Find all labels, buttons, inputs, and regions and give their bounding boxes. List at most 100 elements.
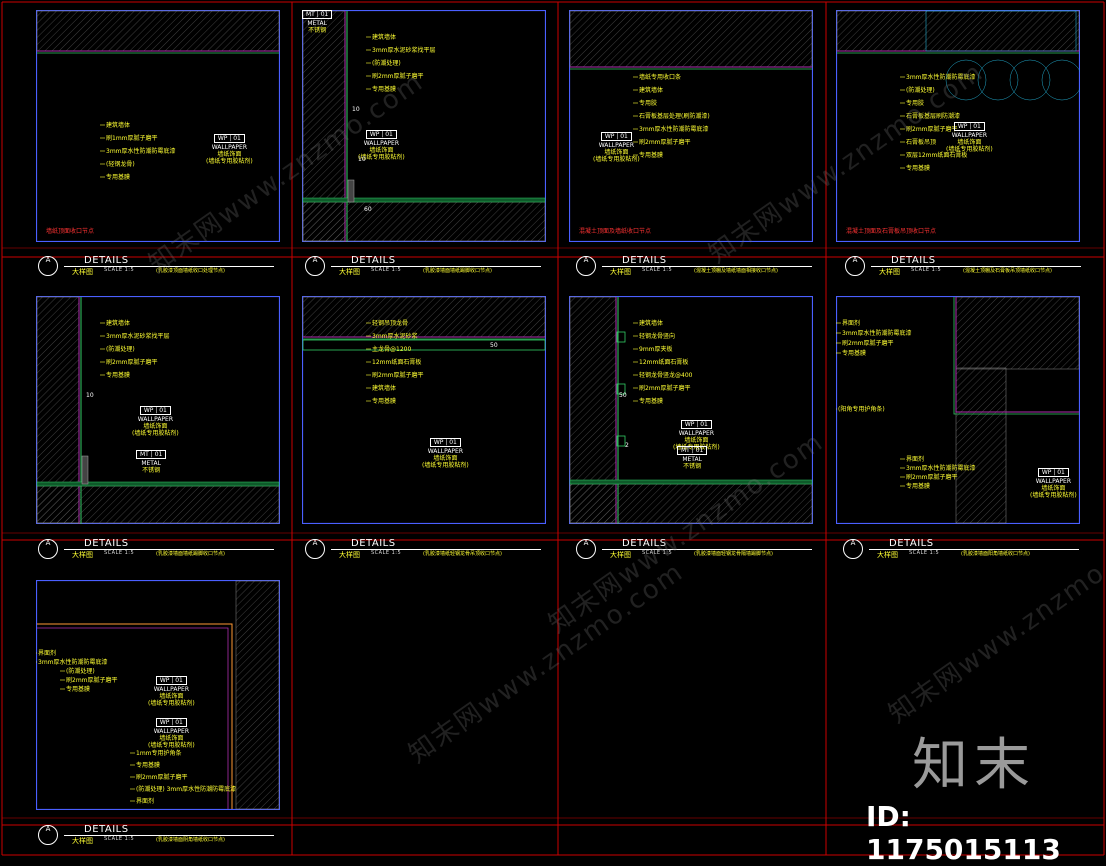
dimension-label: 2: [625, 442, 629, 449]
detail-drawing: [569, 296, 813, 524]
detail-scale: SCALE 1:5: [104, 550, 135, 556]
detail-title: DETAILS: [84, 538, 129, 549]
detail-drawing: [36, 10, 280, 242]
callout-label: 建筑墙体: [372, 34, 397, 41]
tag-cn: 墙纸饰面: [684, 437, 709, 444]
callout-label: 1mm专用护角条: [136, 750, 182, 757]
detail-border: [569, 296, 813, 524]
detail-letter: A: [852, 256, 858, 264]
tag-code: WP | 01: [155, 676, 187, 685]
callout-label: 刷2mm厚腻子磨平: [842, 340, 894, 347]
callout-label: 刷2mm厚腻子磨平: [372, 73, 424, 80]
callout-label: 建筑墙体: [106, 122, 131, 129]
dimension-label: 10: [86, 392, 94, 399]
tag-code: MT | 01: [136, 450, 167, 459]
callout-label: 刷1mm厚腻子磨平: [106, 135, 158, 142]
detail-name: 大样图: [610, 551, 631, 559]
callout-label: 专用基膜: [106, 174, 131, 181]
callout-label: 3mm厚水性防潮防霉底漆: [639, 126, 709, 133]
tag-code: WP | 01: [155, 718, 187, 727]
callout-label: 界面剂: [38, 650, 57, 657]
detail-letter: A: [583, 539, 589, 547]
detail-symbol: [38, 539, 58, 559]
tag-label: WALLPAPER: [678, 430, 714, 437]
detail-border: [569, 10, 813, 242]
callout-label: 墙纸专用收口条: [639, 74, 682, 81]
callout-label: 界面剂: [906, 456, 925, 463]
callout-label: 建筑墙体: [106, 320, 131, 327]
tag-code: WP | 01: [680, 420, 712, 429]
tag-cn2: (墙纸专用胶粘剂): [148, 700, 195, 707]
brand-id: ID: 1175015113: [866, 800, 1061, 866]
detail-description: (乳胶漆顶面墙纸收口处理节点): [156, 268, 225, 274]
tag-label: WALLPAPER: [951, 132, 987, 139]
tag-label: METAL: [682, 456, 702, 463]
tag-cn2: (墙纸专用胶粘剂): [1030, 492, 1077, 499]
detail-symbol: [576, 539, 596, 559]
title-underline: [64, 266, 274, 267]
detail-border: [836, 10, 1080, 242]
detail-4: 3mm厚水性防潮防霉底漆(防潮处理)专用胶石膏板基层刷防潮漆刷2mm厚腻子磨平石…: [836, 10, 1080, 242]
tag-cn: 不锈钢: [308, 27, 327, 34]
detail-description: (混凝土顶棚及石膏板吊顶墙纸收口节点): [963, 268, 1052, 274]
tag-label: WALLPAPER: [211, 144, 247, 151]
detail-letter: A: [45, 539, 51, 547]
callout-label: 专用基膜: [106, 372, 131, 379]
detail-symbol: [845, 256, 865, 276]
detail-border: [36, 296, 280, 524]
callout-label: (防潮处理) 3mm厚水性防潮防霉底漆: [136, 786, 237, 793]
callout-label: 主龙骨@1200: [372, 346, 412, 353]
callout-label: 石膏板基层处理(刷防潮漆): [639, 113, 710, 120]
detail-drawing: [836, 296, 1080, 524]
callout-label: 3mm厚水性防潮防霉底漆: [842, 330, 912, 337]
detail-border: [302, 296, 546, 524]
tag-code: WP | 01: [429, 438, 461, 447]
callout-label: 专用基膜: [372, 86, 397, 93]
title-underline: [871, 266, 1081, 267]
detail-description: (混凝土顶棚及墙纸墙面相接收口节点): [694, 268, 778, 274]
callout-label: (轻钢龙骨): [106, 161, 135, 168]
callout-label: 轻钢龙骨竖龙@400: [639, 372, 693, 379]
tag-cn2: (墙纸专用胶粘剂): [358, 154, 405, 161]
detail-title: DETAILS: [889, 538, 934, 549]
detail-border: [36, 580, 280, 810]
callout-label: 专用基膜: [136, 762, 161, 769]
tag-code: WP | 01: [365, 130, 397, 139]
callout-label: 轻钢吊顶龙骨: [372, 320, 409, 327]
tag-label: WALLPAPER: [137, 416, 173, 423]
detail-red-note: 混凝土顶面及墙纸收口节点: [579, 228, 652, 235]
detail-title: DETAILS: [622, 538, 667, 549]
tag-label: WALLPAPER: [427, 448, 463, 455]
detail-description: (乳胶漆墙面墙纸踢脚收口节点): [423, 268, 492, 274]
detail-scale: SCALE 1:5: [104, 267, 135, 273]
title-underline: [331, 549, 541, 550]
tag-label: WALLPAPER: [1035, 478, 1071, 485]
tag-code: WP | 01: [1037, 468, 1069, 477]
tag-cn: 墙纸饰面: [159, 735, 184, 742]
tag-cn2: (墙纸专用胶粘剂): [593, 156, 640, 163]
callout-label: 专用胶: [639, 100, 658, 107]
detail-letter: A: [312, 256, 318, 264]
tag-code: WP | 01: [600, 132, 632, 141]
tag-cn: 墙纸饰面: [957, 139, 982, 146]
tag-cn: 不锈钢: [142, 467, 161, 474]
dimension-label: 60: [364, 206, 372, 213]
tag-cn: 墙纸饰面: [433, 455, 458, 462]
tag-cn2: (墙纸专用胶粘剂): [946, 146, 993, 153]
tag-cn: 墙纸饰面: [159, 693, 184, 700]
detail-title: DETAILS: [84, 824, 129, 835]
tag-cn: 墙纸饰面: [1041, 485, 1066, 492]
detail-red-note: 墙纸顶面收口节点: [46, 228, 95, 235]
callout-label: 3mm厚水泥砂浆找平层: [372, 47, 436, 54]
